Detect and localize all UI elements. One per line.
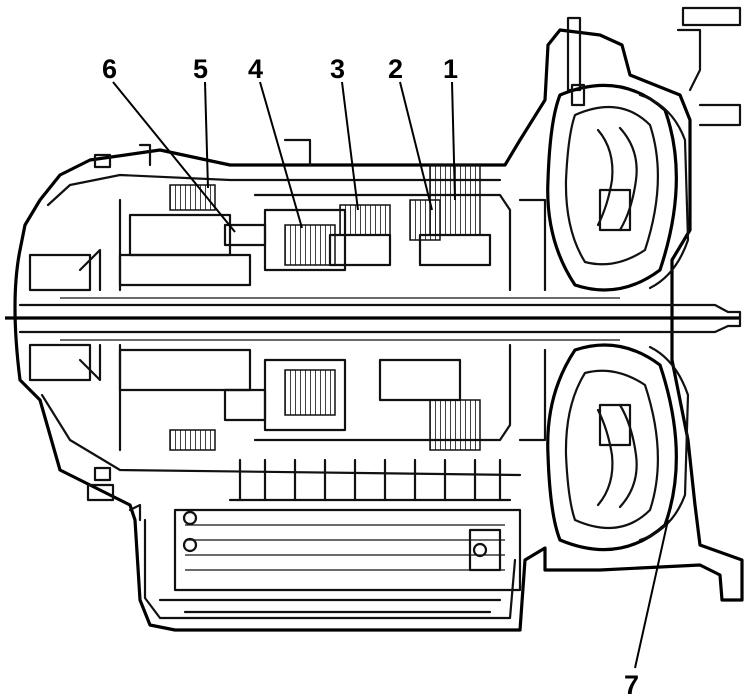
housing-outline	[13, 28, 744, 632]
callout-7: 7	[624, 670, 639, 700]
callout-5: 5	[193, 54, 208, 84]
clutch-pack-2	[409, 199, 441, 241]
torque-converter	[546, 83, 690, 292]
valve-body	[173, 508, 522, 592]
callout-2: 2	[388, 54, 403, 84]
torque-converter-lower	[546, 343, 690, 552]
callout-labels: 1 2 3 4 5 6 7	[102, 54, 639, 700]
callout-leaders	[112, 81, 669, 669]
callout-1: 1	[443, 54, 458, 84]
top-flange	[138, 6, 742, 167]
callout-3: 3	[330, 54, 345, 84]
bolts	[86, 83, 586, 522]
callout-4: 4	[248, 54, 263, 84]
main-shaft	[5, 297, 742, 341]
bottom-ribs	[228, 458, 512, 502]
callout-6: 6	[102, 54, 117, 84]
clutch-pack-4	[263, 208, 347, 272]
internal-drums	[28, 193, 547, 452]
clutch-pack-lower	[118, 348, 481, 451]
clutch-pack-3	[328, 204, 392, 267]
